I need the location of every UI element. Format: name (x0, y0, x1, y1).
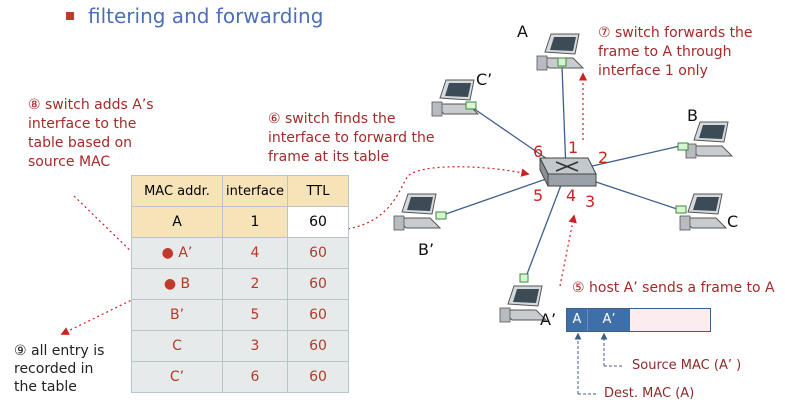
table-row: C’ 6 60 (131, 361, 349, 393)
cell-mac: ● A’ (131, 237, 223, 269)
cell-mac: C (131, 330, 223, 362)
cell-mac: A (131, 206, 223, 238)
ethernet-frame: A A’ (566, 308, 711, 332)
cell-interface: 1 (222, 206, 288, 238)
note-step5: ⑤ host A’ sends a frame to A (572, 280, 775, 296)
table-header-row: MAC addr. interface TTL (131, 175, 349, 207)
cell-mac: ● B (131, 268, 223, 300)
cell-ttl: 60 (287, 330, 349, 362)
host-a-nic (557, 57, 567, 67)
cell-interface: 3 (222, 330, 288, 362)
table-row: B’ 5 60 (131, 299, 349, 331)
port-3: 3 (585, 192, 596, 211)
cell-ttl: 60 (287, 237, 349, 269)
cell-ttl: 60 (287, 299, 349, 331)
host-c-label: C (727, 212, 739, 231)
port-6: 6 (533, 142, 544, 161)
switch-icon (539, 157, 597, 187)
cell-ttl: 60 (287, 361, 349, 393)
add-entry-arrow (73, 195, 142, 262)
host-c-prime-icon (431, 79, 479, 117)
host-c-prime-nic (465, 101, 477, 110)
host-c-nic (675, 205, 687, 214)
host-b-prime-nic (435, 211, 447, 220)
lookup-arrow (336, 166, 530, 234)
host-a-prime-nic (519, 273, 529, 283)
port-4: 4 (566, 186, 577, 205)
header-mac: MAC addr. (131, 175, 223, 207)
bullet-marker (66, 11, 74, 20)
cell-ttl: 60 (287, 268, 349, 300)
host-c-prime-label: C’ (476, 70, 493, 89)
host-c-icon (679, 193, 727, 231)
port-2: 2 (598, 148, 609, 167)
port-1: 1 (568, 138, 579, 157)
record-arrow (60, 293, 145, 335)
send-arrow (559, 214, 577, 287)
host-b-label: B (687, 106, 698, 125)
frame-src-field: A’ (587, 309, 630, 331)
header-ttl: TTL (287, 175, 349, 207)
host-b-nic (677, 142, 689, 151)
frame-dest-field: A (567, 309, 587, 331)
port-5: 5 (533, 186, 544, 205)
table-row: ● B 2 60 (131, 268, 349, 300)
mac-table: MAC addr. interface TTL A 1 60 ● A’ 4 60… (131, 175, 349, 393)
cell-mac: B’ (131, 299, 223, 331)
cell-mac: C’ (131, 361, 223, 393)
table-row: C 3 60 (131, 330, 349, 362)
cell-interface: 2 (222, 268, 288, 300)
slide-heading: filtering and forwarding (66, 4, 323, 28)
source-mac-label: Source MAC (A’ ) (632, 358, 742, 373)
link-a-prime (523, 171, 567, 283)
table-row: ● A’ 4 60 (131, 237, 349, 269)
cell-interface: 4 (222, 237, 288, 269)
host-b-prime-icon (393, 193, 441, 231)
dest-mac-label: Dest. MAC (A) (604, 386, 695, 401)
host-b-prime-label: B’ (418, 240, 435, 259)
cell-interface: 6 (222, 361, 288, 393)
host-b-icon (685, 121, 733, 159)
link-a (561, 65, 567, 173)
cell-interface: 5 (222, 299, 288, 331)
table-row: A 1 60 (131, 206, 349, 238)
host-a-prime-label: A’ (540, 310, 557, 329)
cell-ttl: 60 (287, 206, 349, 238)
header-interface: interface (222, 175, 288, 207)
heading-text: filtering and forwarding (88, 4, 324, 28)
host-a-label: A (517, 22, 528, 41)
